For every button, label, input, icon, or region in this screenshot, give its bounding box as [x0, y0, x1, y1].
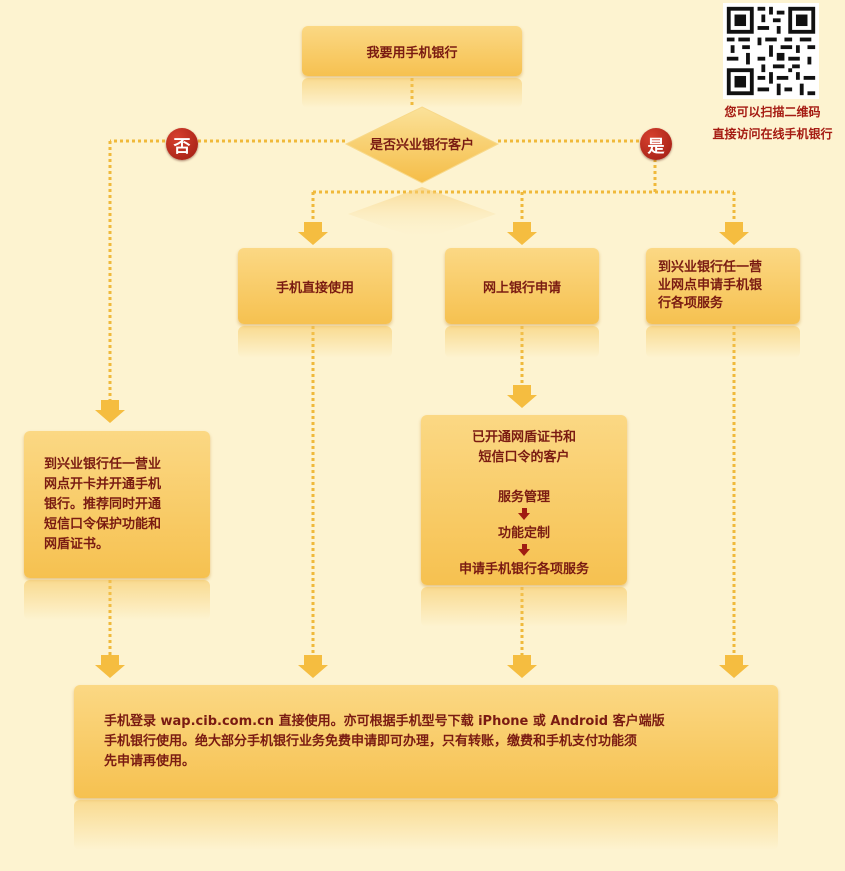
start-label: 我要用手机银行: [366, 45, 458, 61]
start-box-reflection: [302, 78, 522, 108]
step-arrow-icon-2: [518, 549, 530, 556]
step-apply-services: 申请手机银行各项服务: [458, 562, 589, 577]
step-arrow-icon-1: [518, 513, 530, 520]
connector-arrows: [95, 222, 749, 678]
branch-counter-reflection: [646, 326, 800, 358]
decision-label: 是否兴业银行客户: [369, 138, 474, 153]
new-customer-text: 到兴业银行任一营业 网点开卡并开通手机 银行。推荐同时开通 短信口令保护功能和 …: [44, 456, 162, 552]
decision-diamond: [344, 106, 500, 184]
branch-online-reflection: [445, 326, 599, 358]
online-customer-box: 已开通网盾证书和 短信口令的客户 服务管理 功能定制 申请手机银行各项服务: [421, 415, 627, 585]
branch-online-box: 网上银行申请: [445, 248, 599, 324]
step-arrow-stem-2: [521, 544, 527, 549]
step-function-customize: 功能定制: [497, 526, 550, 541]
no-badge: 否: [166, 128, 198, 160]
usage-info-text: 手机登录 wap.cib.com.cn 直接使用。亦可根据手机型号下载 iPho…: [104, 713, 665, 769]
online-customer-box-reflection: [421, 587, 627, 627]
branch-direct-label: 手机直接使用: [275, 280, 354, 296]
online-customer-title: 已开通网盾证书和 短信口令的客户: [471, 430, 576, 465]
new-customer-box-reflection: [24, 580, 210, 620]
step-arrow-stem-1: [521, 508, 527, 513]
qr-code-icon: [723, 3, 819, 99]
usage-info-box-reflection: [74, 800, 778, 850]
dotted-connectors: [108, 78, 736, 655]
branch-direct-box: 手机直接使用: [238, 248, 392, 324]
branch-counter-box: 到兴业银行任一营 业网点申请手机银 行各项服务: [646, 248, 800, 324]
start-box: 我要用手机银行: [302, 26, 522, 76]
branch-counter-label: 到兴业银行任一营 业网点申请手机银 行各项服务: [658, 260, 763, 311]
yes-badge: 是: [640, 128, 672, 160]
branch-online-label: 网上银行申请: [482, 280, 561, 296]
decision-diamond-reflection: [348, 187, 496, 240]
usage-info-box: 手机登录 wap.cib.com.cn 直接使用。亦可根据手机型号下载 iPho…: [74, 685, 778, 798]
qr-caption: 您可以扫描二维码 直接访问在线手机银行: [712, 105, 833, 141]
new-customer-box: 到兴业银行任一营业 网点开卡并开通手机 银行。推荐同时开通 短信口令保护功能和 …: [24, 431, 210, 578]
step-service-management: 服务管理: [497, 490, 550, 505]
branch-direct-reflection: [238, 326, 392, 358]
